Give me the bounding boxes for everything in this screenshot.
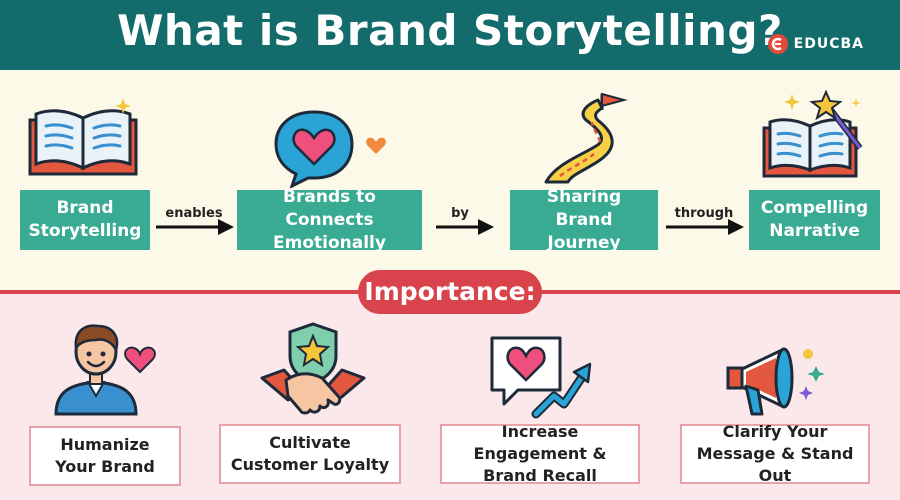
heart-speech-bubble-icon bbox=[274, 110, 386, 188]
edge-label-through: through bbox=[674, 206, 734, 221]
educba-logo-icon bbox=[767, 34, 788, 54]
handshake-shield-star-icon bbox=[260, 322, 366, 415]
header-banner: What is Brand Storytelling? EDUCBA bbox=[0, 0, 900, 70]
importance-heading: Importance: bbox=[358, 270, 542, 314]
importance-item-clarify: Clarify Your Message & Stand Out bbox=[680, 422, 870, 485]
arrow-right-icon bbox=[156, 219, 234, 235]
megaphone-icon bbox=[726, 347, 825, 416]
winding-road-flag-icon bbox=[544, 92, 628, 184]
edge-label-by: by bbox=[451, 206, 469, 221]
importance-item-humanize: Humanize Your Brand bbox=[29, 426, 181, 486]
importance-item-loyalty: Cultivate Customer Loyalty bbox=[219, 424, 401, 484]
magic-wand-book-icon bbox=[762, 90, 863, 178]
importance-item-engagement: Increase Engagement & Brand Recall bbox=[440, 422, 640, 485]
arrow-right-icon bbox=[436, 219, 494, 235]
flow-node-brand-storytelling: Brand Storytelling bbox=[20, 190, 150, 250]
page-title: What is Brand Storytelling? bbox=[117, 6, 783, 55]
person-heart-icon bbox=[54, 324, 156, 416]
flow-node-sharing-journey: Sharing Brand Journey bbox=[510, 187, 658, 253]
open-book-icon bbox=[28, 98, 138, 176]
flow-node-compelling-narrative: Compelling Narrative bbox=[749, 190, 880, 250]
flow-node-connect-emotionally: Brands to Connects Emotionally bbox=[237, 187, 422, 253]
heart-chat-growth-arrow-icon bbox=[490, 336, 592, 419]
logo-text: EDUCBA bbox=[793, 36, 864, 52]
arrow-right-icon bbox=[666, 219, 744, 235]
brand-logo: EDUCBA bbox=[767, 34, 864, 54]
edge-label-enables: enables bbox=[165, 206, 223, 221]
flow-section bbox=[0, 70, 900, 292]
